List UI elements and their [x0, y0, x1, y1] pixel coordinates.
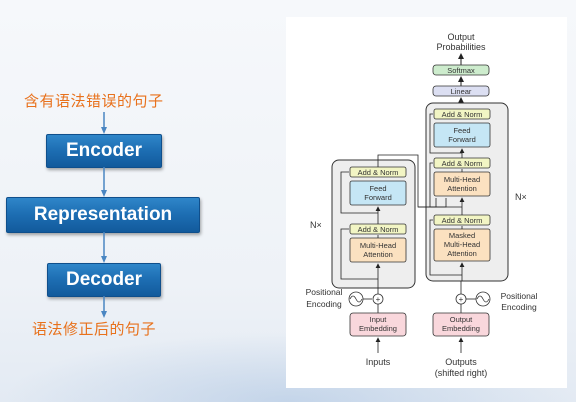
output-embedding-line1: Output: [450, 315, 473, 324]
decoder-feed-forward: [433, 122, 491, 148]
decoder-add-norm-1-label: Add & Norm: [442, 216, 483, 225]
flow-arrow-1: [101, 112, 107, 134]
encoder-ff-line2: Forward: [364, 193, 392, 202]
pos-enc-right-sine-icon: [476, 295, 490, 303]
pos-enc-right-plus: +: [459, 295, 464, 304]
encoder-nx-label: N×: [310, 220, 322, 230]
encoder-add-norm-1-label: Add & Norm: [358, 225, 399, 234]
outputs-label-line2: (shifted right): [435, 368, 488, 378]
input-embedding-line1: Input: [370, 315, 388, 324]
encoder-mha-line2: Attention: [363, 250, 393, 259]
output-sentence-label: 语法修正后的句子: [32, 320, 157, 338]
decoder-ff-line1: Feed: [453, 126, 470, 135]
representation-box: Representation: [6, 197, 200, 233]
input-sentence-label: 含有语法错误的句子: [24, 92, 164, 110]
encoder-decoder-connection: [377, 154, 437, 208]
pos-enc-left-line2: Encoding: [306, 299, 342, 309]
pos-enc-left-line1: Positional: [306, 287, 343, 297]
decoder-add-norm-3-label: Add & Norm: [442, 110, 483, 119]
output-probabilities-line2: Probabilities: [436, 42, 486, 52]
transformer-diagram: Output Probabilities Softmax Linear Add …: [286, 17, 567, 388]
encoder-mha-line1: Multi-Head: [360, 241, 396, 250]
flow-arrow-2: [101, 167, 107, 197]
pos-enc-left-plus: +: [376, 295, 381, 304]
softmax-box: [432, 64, 490, 76]
flow-arrow-4: [101, 296, 107, 318]
output-embedding-line2: Embedding: [442, 324, 480, 333]
decoder-box: Decoder: [47, 263, 161, 297]
pos-enc-left-sine-icon: [349, 295, 363, 303]
decoder-add-norm-3: [433, 108, 491, 120]
encoder-residual-1: [340, 228, 378, 280]
decoder-masked-line2: Multi-Head: [444, 240, 480, 249]
decoder-nx-label: N×: [515, 192, 527, 202]
linear-box: [432, 85, 490, 97]
encoder-box: Encoder: [46, 134, 162, 168]
input-embedding-line2: Embedding: [359, 324, 397, 333]
encoder-feed-forward: [349, 180, 407, 206]
softmax-label: Softmax: [447, 66, 475, 75]
pos-enc-right-line1: Positional: [501, 291, 538, 301]
input-embedding-box: [349, 312, 407, 337]
decoder-masked-line3: Attention: [447, 249, 477, 258]
decoder-mha-line2: Attention: [447, 184, 477, 193]
linear-label: Linear: [451, 87, 472, 96]
decoder-ff-line2: Forward: [448, 135, 476, 144]
decoder-add-norm-2-label: Add & Norm: [442, 159, 483, 168]
output-embedding-box: [432, 312, 490, 337]
encoder-ff-line1: Feed: [369, 184, 386, 193]
outputs-label-line1: Outputs: [445, 357, 477, 367]
inputs-label: Inputs: [366, 357, 391, 367]
encoder-decoder-connection-2: [418, 198, 447, 208]
output-probabilities-line1: Output: [447, 32, 475, 42]
decoder-residual-1: [429, 219, 462, 276]
pos-enc-right-line2: Encoding: [501, 302, 537, 312]
decoder-mha-line1: Multi-Head: [444, 175, 480, 184]
encoder-add-norm-2-label: Add & Norm: [358, 168, 399, 177]
decoder-residual-3: [429, 113, 462, 154]
encoder-residual-2: [340, 171, 378, 214]
flow-arrow-3: [101, 232, 107, 263]
decoder-masked-line1: Masked: [449, 231, 475, 240]
